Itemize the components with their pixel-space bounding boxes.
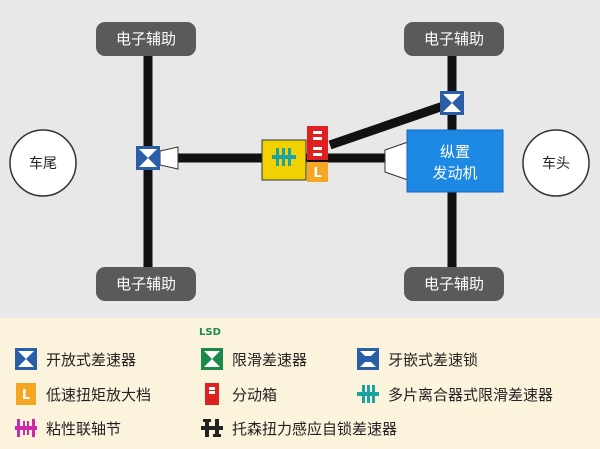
engine-label-line2: 发动机 <box>432 164 477 182</box>
torsen-diff-icon <box>201 419 223 437</box>
low-gear-icon: L <box>307 162 328 182</box>
transfer-case-legend-icon <box>205 383 219 405</box>
wheel-rear-left: 电子辅助 <box>96 267 196 301</box>
legend: 开放式差速器 LSD 限滑差速器 牙嵌式差速锁 L <box>0 318 600 449</box>
wheel-front-right-label: 电子辅助 <box>424 30 484 48</box>
wheel-front-right: 电子辅助 <box>404 22 504 56</box>
legend-item-torsen: 托森扭力感应自锁差速器 <box>200 415 397 441</box>
front-marker: 车头 <box>522 129 590 197</box>
wheel-rear-right: 电子辅助 <box>404 267 504 301</box>
legend-item-viscous: 粘性联轴节 <box>14 415 121 441</box>
engine: 纵置 发动机 <box>406 129 504 193</box>
legend-item-lsd: 限滑差速器 <box>200 346 307 372</box>
legend-item-transfer-case: 分动箱 <box>200 381 277 407</box>
center-multi-plate-lsd-icon <box>261 139 307 181</box>
legend-label-torsen: 托森扭力感应自锁差速器 <box>232 419 398 438</box>
drivetrain-svg: 电子辅助 电子辅助 电子辅助 电子辅助 车尾 车头 <box>9 22 590 301</box>
rear-label: 车尾 <box>29 155 57 172</box>
locking-diff-icon <box>357 348 379 370</box>
low-gear-letter: L <box>313 166 321 181</box>
lsd-icon <box>201 348 223 370</box>
legend-label-lsd: 限滑差速器 <box>232 350 308 369</box>
low-gear-legend-icon: L <box>16 383 36 405</box>
rear-marker: 车尾 <box>9 129 77 197</box>
engine-label-line1: 纵置 <box>440 143 470 161</box>
legend-label-transfer-case: 分动箱 <box>232 385 278 404</box>
legend-label-low-gear: 低速扭矩放大档 <box>46 385 152 404</box>
legend-label-locking-diff: 牙嵌式差速锁 <box>388 350 479 369</box>
legend-item-open-diff: 开放式差速器 <box>14 346 136 372</box>
legend-item-locking-diff: 牙嵌式差速锁 <box>356 346 478 372</box>
legend-label-viscous: 粘性联轴节 <box>46 419 122 438</box>
legend-label-open-diff: 开放式差速器 <box>46 350 137 369</box>
legend-item-low-gear: L 低速扭矩放大档 <box>14 381 151 407</box>
open-diff-icon <box>15 348 37 370</box>
lsd-tag: LSD <box>199 327 221 338</box>
legend-label-multi-plate-lsd: 多片离合器式限滑差速器 <box>388 385 554 404</box>
front-label: 车头 <box>542 155 570 172</box>
transfer-case-icon <box>307 126 328 160</box>
rear-open-differential-icon <box>136 146 160 170</box>
wheel-rear-right-label: 电子辅助 <box>424 275 484 293</box>
multi-plate-lsd-icon <box>357 385 379 403</box>
engine-connector <box>384 141 409 181</box>
low-gear-legend-letter: L <box>22 388 30 403</box>
drivetrain-diagram: 电子辅助 电子辅助 电子辅助 电子辅助 车尾 车头 <box>0 0 600 318</box>
wheel-front-left-label: 电子辅助 <box>116 30 176 48</box>
wheel-rear-left-label: 电子辅助 <box>116 275 176 293</box>
rear-diff-connector <box>159 146 179 170</box>
viscous-coupling-icon <box>15 419 37 437</box>
wheel-front-left: 电子辅助 <box>96 22 196 56</box>
front-propshaft <box>328 98 454 150</box>
legend-item-multi-plate-lsd: 多片离合器式限滑差速器 <box>356 381 553 407</box>
front-open-differential-icon <box>440 91 464 115</box>
